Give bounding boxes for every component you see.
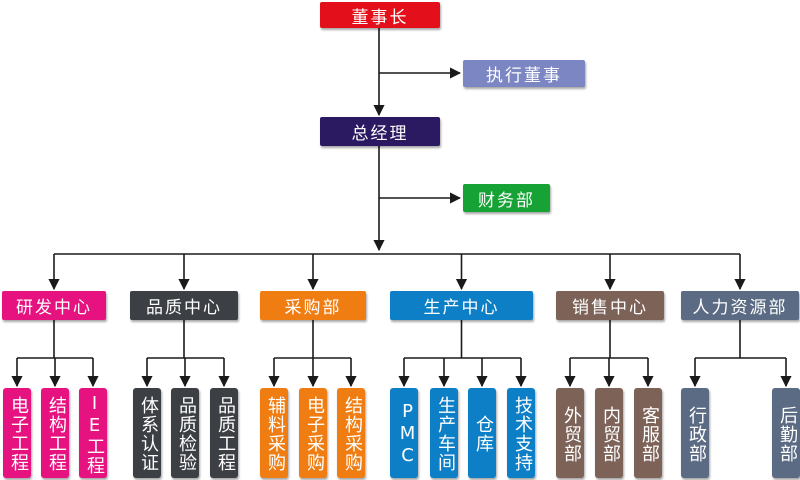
unit-label: 体系认证: [138, 396, 159, 472]
unit-label: 辅料采购: [265, 396, 286, 472]
unit-label: 结构采购: [342, 396, 363, 472]
unit-box: 仓库: [468, 388, 496, 478]
unit-label: 外贸部: [561, 405, 582, 463]
unit-label: 品质工程: [215, 396, 236, 472]
unit-box: 后勤部: [772, 388, 800, 478]
unit-label: 客服部: [639, 405, 660, 463]
unit-label: 生产车间: [435, 396, 456, 472]
unit-label: PMC: [397, 401, 418, 467]
unit-label: 品质检验: [176, 396, 197, 472]
unit-box: 品质工程: [210, 388, 238, 478]
dept-box-hr: 人力资源部: [681, 291, 799, 320]
unit-box: IE工程: [79, 388, 107, 478]
dept-box-production: 生产中心: [390, 291, 533, 320]
unit-label: 仓库: [473, 415, 494, 453]
unit-box: 内贸部: [595, 388, 623, 478]
dept-label: 生产中心: [423, 298, 500, 318]
unit-label: IE工程: [84, 393, 105, 475]
unit-label: 电子工程: [8, 396, 29, 472]
unit-box: 品质检验: [171, 388, 199, 478]
general-manager-label: 总经理: [351, 124, 409, 144]
dept-box-purchase: 采购部: [260, 291, 366, 320]
general-manager-box: 总经理: [320, 117, 440, 146]
unit-label: 结构工程: [46, 396, 67, 472]
unit-box: 技术支持: [507, 388, 535, 478]
dept-label: 销售中心: [572, 298, 648, 318]
unit-label: 内贸部: [600, 405, 621, 463]
unit-box: 电子工程: [3, 388, 31, 478]
dept-box-sales: 销售中心: [556, 291, 664, 320]
chairman-box: 董事长: [320, 2, 440, 28]
unit-box: 体系认证: [133, 388, 161, 478]
unit-label: 后勤部: [777, 405, 798, 463]
unit-box: 电子采购: [299, 388, 327, 478]
dept-label: 人力资源部: [692, 298, 788, 318]
dept-label: 采购部: [284, 298, 342, 318]
finance-label: 财务部: [478, 190, 535, 211]
unit-box: 生产车间: [430, 388, 458, 478]
chairman-label: 董事长: [351, 7, 409, 28]
dept-label: 品质中心: [146, 298, 222, 318]
unit-label: 行政部: [686, 405, 707, 463]
executive-director-label: 执行董事: [486, 66, 562, 86]
unit-box: 辅料采购: [260, 388, 288, 478]
executive-director-box: 执行董事: [463, 60, 585, 87]
dept-box-rd: 研发中心: [2, 291, 106, 320]
dept-label: 研发中心: [16, 298, 92, 318]
unit-box: PMC: [390, 388, 418, 478]
finance-box: 财务部: [463, 184, 550, 212]
unit-box: 行政部: [681, 388, 709, 478]
unit-label: 电子采购: [304, 396, 325, 472]
unit-box: 结构工程: [41, 388, 69, 478]
dept-box-qa: 品质中心: [130, 291, 238, 320]
unit-box: 客服部: [634, 388, 662, 478]
unit-box: 结构采购: [337, 388, 365, 478]
unit-label: 技术支持: [512, 396, 533, 472]
unit-box: 外贸部: [556, 388, 584, 478]
